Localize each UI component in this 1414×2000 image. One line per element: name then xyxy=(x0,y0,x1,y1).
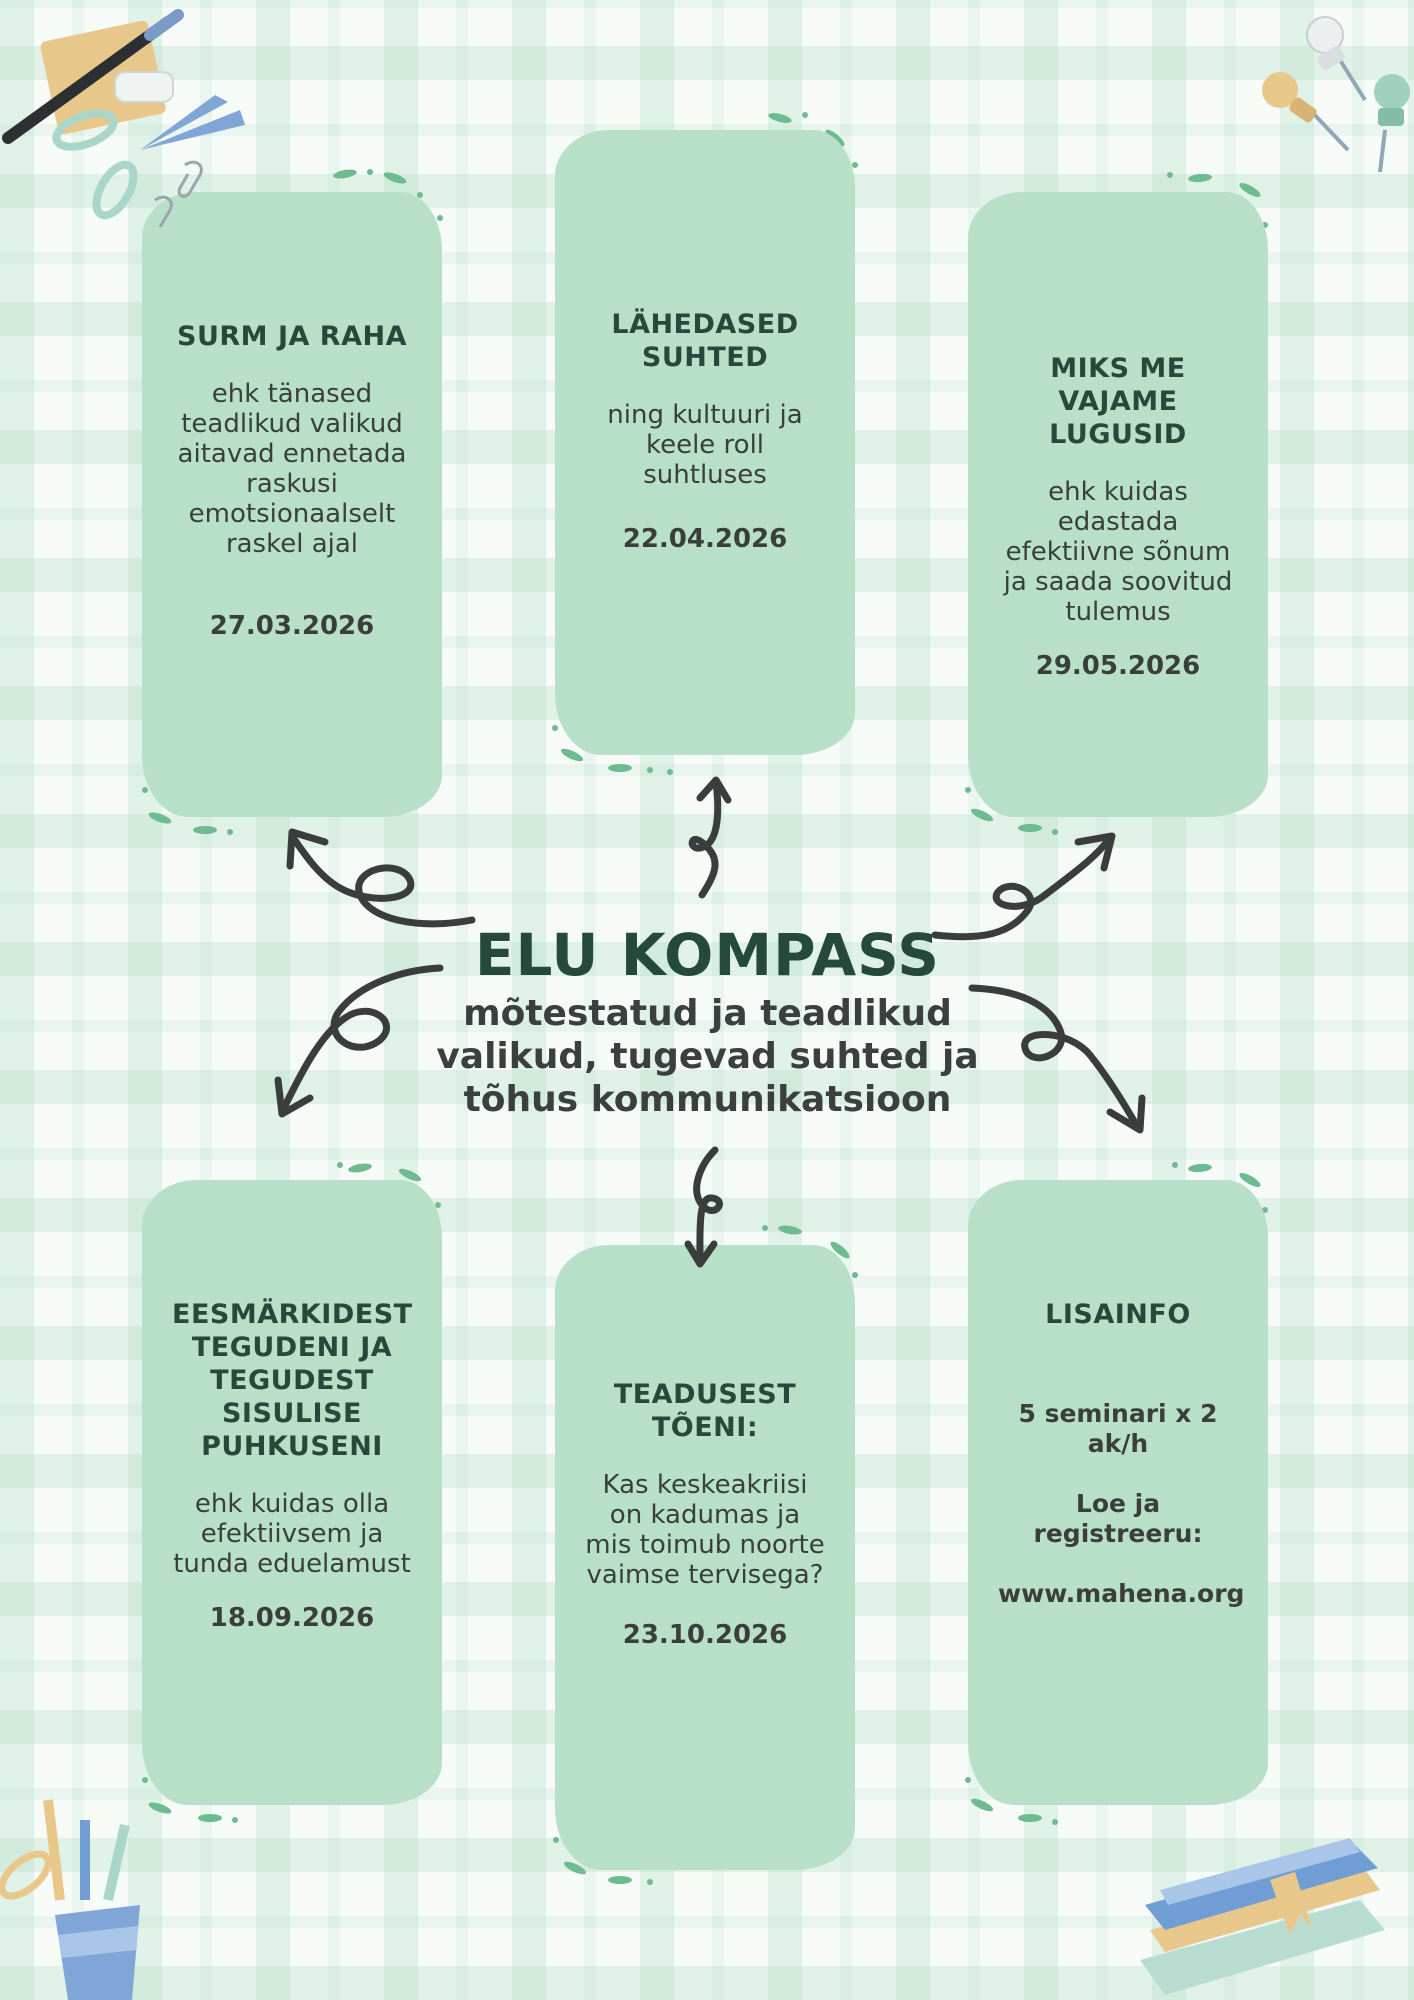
seminar-date: 23.10.2026 xyxy=(622,1620,788,1650)
seminar-title: LÄHEDASED SUHTED xyxy=(611,309,799,373)
seminar-description: ehk tänased teadlikud valikud aitavad en… xyxy=(177,379,407,559)
arrow-curly-icon xyxy=(931,832,1116,941)
seminar-title: EESMÄRKIDEST TEGUDENI JA TEGUDEST SISULI… xyxy=(172,1299,413,1462)
arrow-curly-icon xyxy=(684,1146,723,1268)
info-seminars: 5 seminari x 2 ak/h xyxy=(1018,1399,1218,1458)
arrow-curly-icon xyxy=(688,776,732,899)
push-pin-icon xyxy=(1262,72,1350,152)
poster-subtitle: mõtestatud ja teadlikud valikud, tugevad… xyxy=(436,993,979,1120)
seminar-description: ehk kuidas olla efektiivsem ja tunda edu… xyxy=(173,1489,411,1579)
pencil-icon xyxy=(2,9,184,144)
seminar-title: MIKS ME VAJAME LUGUSID xyxy=(1049,353,1187,450)
paperclip-icon xyxy=(154,160,203,228)
info-register: Loe ja registreeru: xyxy=(1033,1489,1203,1548)
seminar-description: ehk kuidas edastada efektiivne sõnum ja … xyxy=(1003,477,1233,627)
scissors-icon xyxy=(52,95,245,220)
seminar-card-4: EESMÄRKIDEST TEGUDENI JA TEGUDEST SISULI… xyxy=(142,1180,442,1805)
arrow-curly-icon xyxy=(286,828,476,928)
seminar-title: TEADUSEST TÕENI: xyxy=(613,1379,797,1443)
info-card: LISAINFO 5 seminari x 2 ak/h Loe ja regi… xyxy=(968,1180,1268,1805)
seminar-date: 29.05.2026 xyxy=(1035,651,1201,681)
push-pin-icon xyxy=(1306,16,1367,102)
info-url-link[interactable]: www.mahena.org xyxy=(998,1579,1245,1608)
books-icon xyxy=(1140,1838,1385,1995)
arrow-curly-icon xyxy=(274,964,444,1118)
poster-header: ELU KOMPASS mõtestatud ja teadlikud vali… xyxy=(380,920,1035,1121)
seminar-card-2: LÄHEDASED SUHTED ning kultuuri ja keele … xyxy=(555,130,855,755)
seminar-description: Kas keskeakriisi on kadumas ja mis toimu… xyxy=(585,1470,825,1590)
poster-title: ELU KOMPASS xyxy=(474,921,941,989)
seminar-description: ning kultuuri ja keele roll suhtluses xyxy=(607,400,803,490)
pencil-cup-icon xyxy=(0,1799,140,2000)
arrow-curly-icon xyxy=(968,984,1146,1134)
seminar-card-5: TEADUSEST TÕENI: Kas keskeakriisi on kad… xyxy=(555,1245,855,1870)
eraser-icon xyxy=(114,71,174,103)
push-pin-icon xyxy=(1374,74,1410,173)
seminar-card-3: MIKS ME VAJAME LUGUSID ehk kuidas edasta… xyxy=(968,192,1268,817)
info-title: LISAINFO xyxy=(1045,1299,1191,1330)
seminar-card-1: SURM JA RAHA ehk tänased teadlikud valik… xyxy=(142,192,442,817)
seminar-date: 27.03.2026 xyxy=(209,611,375,641)
seminar-date: 22.04.2026 xyxy=(622,524,788,554)
seminar-title: SURM JA RAHA xyxy=(177,321,407,352)
seminar-date: 18.09.2026 xyxy=(209,1603,375,1633)
